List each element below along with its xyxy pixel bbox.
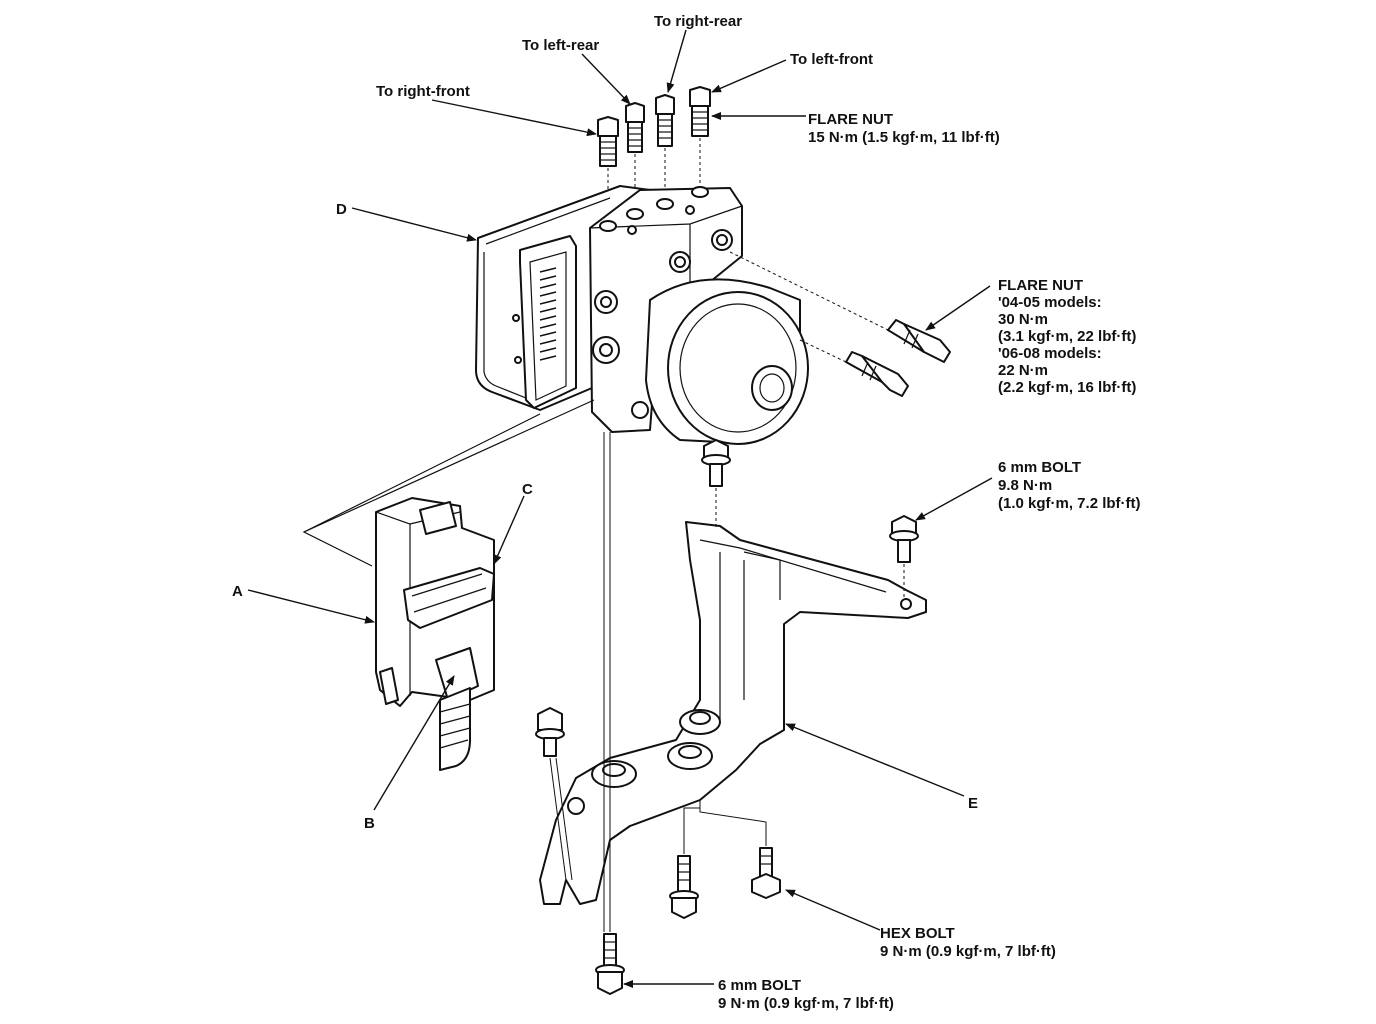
flare-nut-side-line: 22 N·m <box>998 362 1048 379</box>
connector-guide-lines <box>302 399 595 567</box>
label-hex-bolt: HEX BOLT 9 N·m (0.9 kgf·m, 7 lbf·ft) <box>880 925 1056 960</box>
bolt-guide-lines <box>549 432 905 932</box>
flare-nut-top-line: 15 N·m (1.5 kgf·m, 11 lbf·ft) <box>808 129 1000 146</box>
flare-nut-top-line: FLARE NUT <box>808 111 893 128</box>
flare-nut-side-upper <box>887 319 951 363</box>
label-to-left-rear: To left-rear <box>522 37 599 54</box>
bolt-6mm-left <box>535 707 565 757</box>
side-nut-guide-lines <box>729 251 889 363</box>
bolt-6mm-bottom-line: 9 N·m (0.9 kgf·m, 7 lbf·ft) <box>718 995 894 1012</box>
letter-a: A <box>232 583 243 600</box>
flare-nut-side-line: (3.1 kgf·m, 22 lbf·ft) <box>998 328 1136 345</box>
letter-d: D <box>336 201 347 218</box>
abs-mounting-bracket <box>539 521 927 905</box>
bolt-6mm-right-line: 9.8 N·m <box>998 477 1052 494</box>
abs-connector-assembly <box>375 497 495 771</box>
label-to-right-rear: To right-rear <box>654 13 742 30</box>
flare-nut-side-line: 30 N·m <box>998 311 1048 328</box>
flare-nut-left-front <box>689 86 711 137</box>
hex-bolt-line: 9 N·m (0.9 kgf·m, 7 lbf·ft) <box>880 943 1056 960</box>
flare-nut-side-line: (2.2 kgf·m, 16 lbf·ft) <box>998 379 1136 396</box>
flare-nut-side-line: '06-08 models: <box>998 345 1102 362</box>
hex-bolt-line: HEX BOLT <box>880 925 955 942</box>
letter-e: E <box>968 795 978 812</box>
bolt-6mm-bottom <box>595 933 625 995</box>
label-flare-nut-side: FLARE NUT '04-05 models: 30 N·m (3.1 kgf… <box>998 277 1136 396</box>
label-bolt-6mm-right: 6 mm BOLT 9.8 N·m (1.0 kgf·m, 7.2 lbf·ft… <box>998 459 1141 512</box>
bolt-6mm-top-center <box>701 439 731 487</box>
letter-b: B <box>364 815 375 832</box>
bolt-6mm-bottom-line: 6 mm BOLT <box>718 977 801 994</box>
flare-nut-side-line: '04-05 models: <box>998 294 1102 311</box>
label-flare-nut-top: FLARE NUT 15 N·m (1.5 kgf·m, 11 lbf·ft) <box>808 111 1000 146</box>
flare-nut-right-rear <box>655 94 675 147</box>
abs-modulator-unit <box>475 185 809 445</box>
leader-arrows <box>247 29 993 988</box>
bolt-lower-center <box>669 855 699 919</box>
bolt-6mm-right <box>889 515 919 563</box>
hex-bolt <box>751 847 781 899</box>
label-to-right-front: To right-front <box>376 83 470 100</box>
bolt-6mm-right-line: 6 mm BOLT <box>998 459 1081 476</box>
connector-pins <box>539 267 557 361</box>
label-bolt-6mm-bottom: 6 mm BOLT 9 N·m (0.9 kgf·m, 7 lbf·ft) <box>718 977 894 1012</box>
letter-c: C <box>522 481 533 498</box>
flare-nut-side-line: FLARE NUT <box>998 277 1083 294</box>
flare-nut-right-front <box>597 116 619 167</box>
flare-nut-side-lower <box>845 351 909 397</box>
label-to-left-front: To left-front <box>790 51 873 68</box>
flare-nut-left-rear <box>625 102 645 153</box>
bolt-6mm-right-line: (1.0 kgf·m, 7.2 lbf·ft) <box>998 495 1141 512</box>
